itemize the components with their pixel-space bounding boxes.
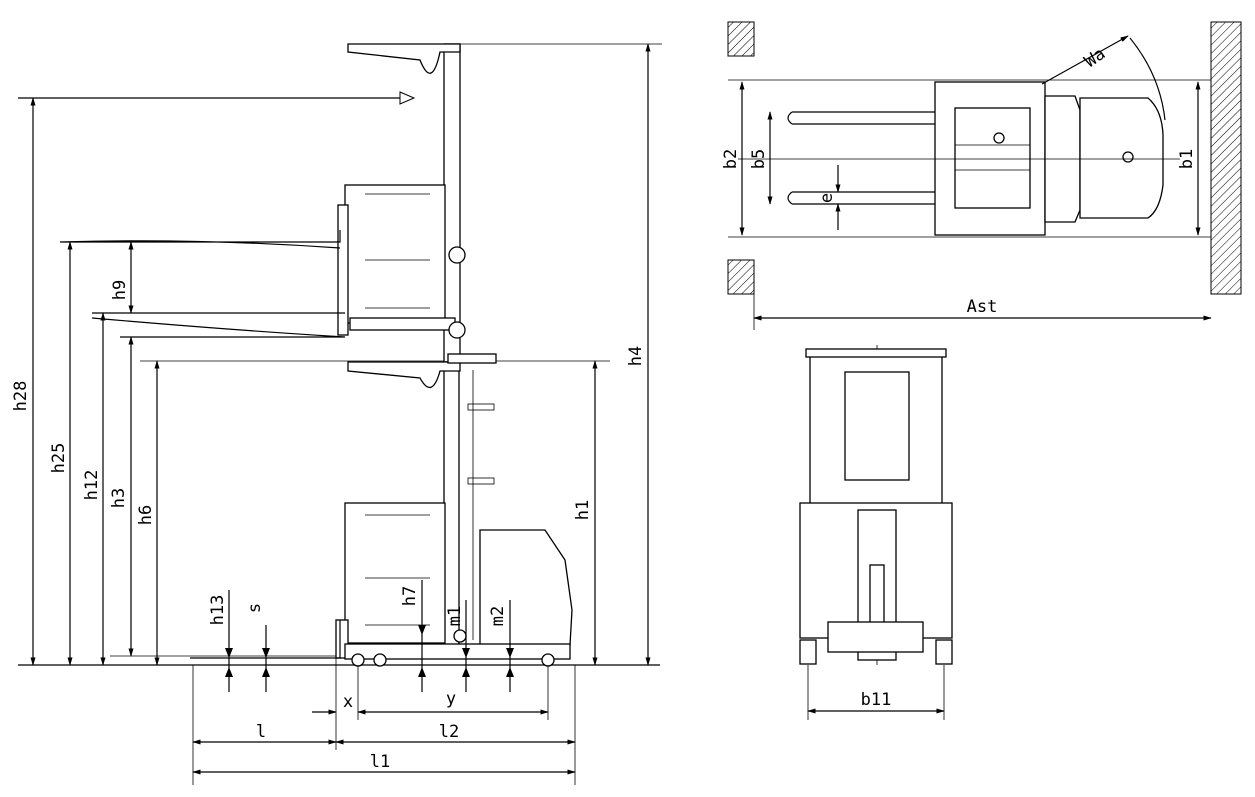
label-l2: l2 — [439, 722, 459, 742]
label-e: e — [817, 193, 837, 203]
label-Ast: Ast — [967, 297, 998, 317]
top-view: b2 b5 e b1 Wa Ast — [721, 21, 1242, 330]
label-l1: l1 — [370, 752, 390, 772]
label-b11: b11 — [861, 690, 892, 710]
label-Wa: Wa — [1081, 44, 1109, 72]
label-h28: h28 — [11, 381, 31, 412]
side-view: h28 h25 h12 h3 h6 h9 h13 s h7 m1 m2 h1 h… — [11, 43, 662, 785]
label-b5: b5 — [749, 149, 769, 169]
label-h6: h6 — [136, 505, 156, 525]
label-l: l — [256, 722, 266, 742]
label-y: y — [446, 689, 456, 709]
label-b1: b1 — [1177, 149, 1197, 169]
label-m1: m1 — [445, 606, 465, 626]
label-h7: h7 — [400, 586, 420, 606]
front-view: b11 — [799, 345, 953, 720]
label-x: x — [343, 692, 353, 712]
label-h13: h13 — [208, 595, 228, 626]
label-h12: h12 — [82, 470, 102, 501]
label-h25: h25 — [49, 443, 69, 474]
label-h3: h3 — [109, 488, 129, 508]
label-b2: b2 — [721, 149, 741, 169]
label-m2: m2 — [488, 606, 508, 626]
label-s: s — [245, 603, 265, 613]
label-h9: h9 — [110, 280, 130, 300]
label-h1: h1 — [573, 500, 593, 520]
label-h4: h4 — [626, 346, 646, 366]
